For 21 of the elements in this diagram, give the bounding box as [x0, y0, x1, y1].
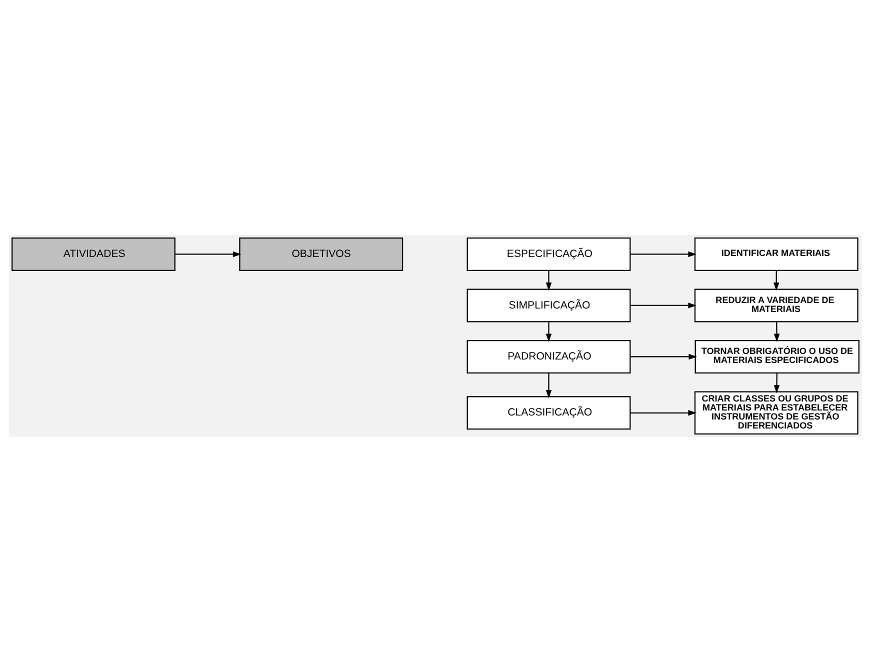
node-box: CLASSIFICAÇÃO — [466, 396, 631, 430]
node-box: ATIVIDADES — [12, 237, 176, 271]
arrow — [774, 372, 780, 394]
arrow — [546, 373, 552, 398]
node-box: SIMPLIFICAÇÃO — [466, 288, 631, 322]
node-box: IDENTIFICAR MATERIAIS — [694, 237, 858, 271]
arrow — [546, 270, 552, 291]
node-box: TORNAR OBRIGATÓRIO O USO DE MATERIAIS ESPECIFICADOS — [694, 340, 860, 374]
node-box: CRIAR CLASSES OU GRUPOS DE MATERIAIS PARA ESTABELECER INSTRUMENTOS DE GESTÃO DIFERENCIADOS — [694, 391, 858, 435]
arrow — [630, 302, 696, 308]
node-box: REDUZIR A VARIEDADE DE MATERIAIS — [694, 288, 858, 322]
arrow — [630, 410, 696, 416]
arrow — [630, 354, 698, 360]
arrow — [630, 251, 696, 258]
arrow — [774, 322, 780, 342]
arrow — [546, 322, 552, 342]
node-box: ESPECIFICAÇÃO — [466, 237, 631, 271]
arrow — [175, 251, 242, 258]
node-box: OBJETIVOS — [239, 237, 404, 271]
node-box: PADRONIZAÇÃO — [466, 340, 631, 374]
arrow — [773, 270, 780, 291]
